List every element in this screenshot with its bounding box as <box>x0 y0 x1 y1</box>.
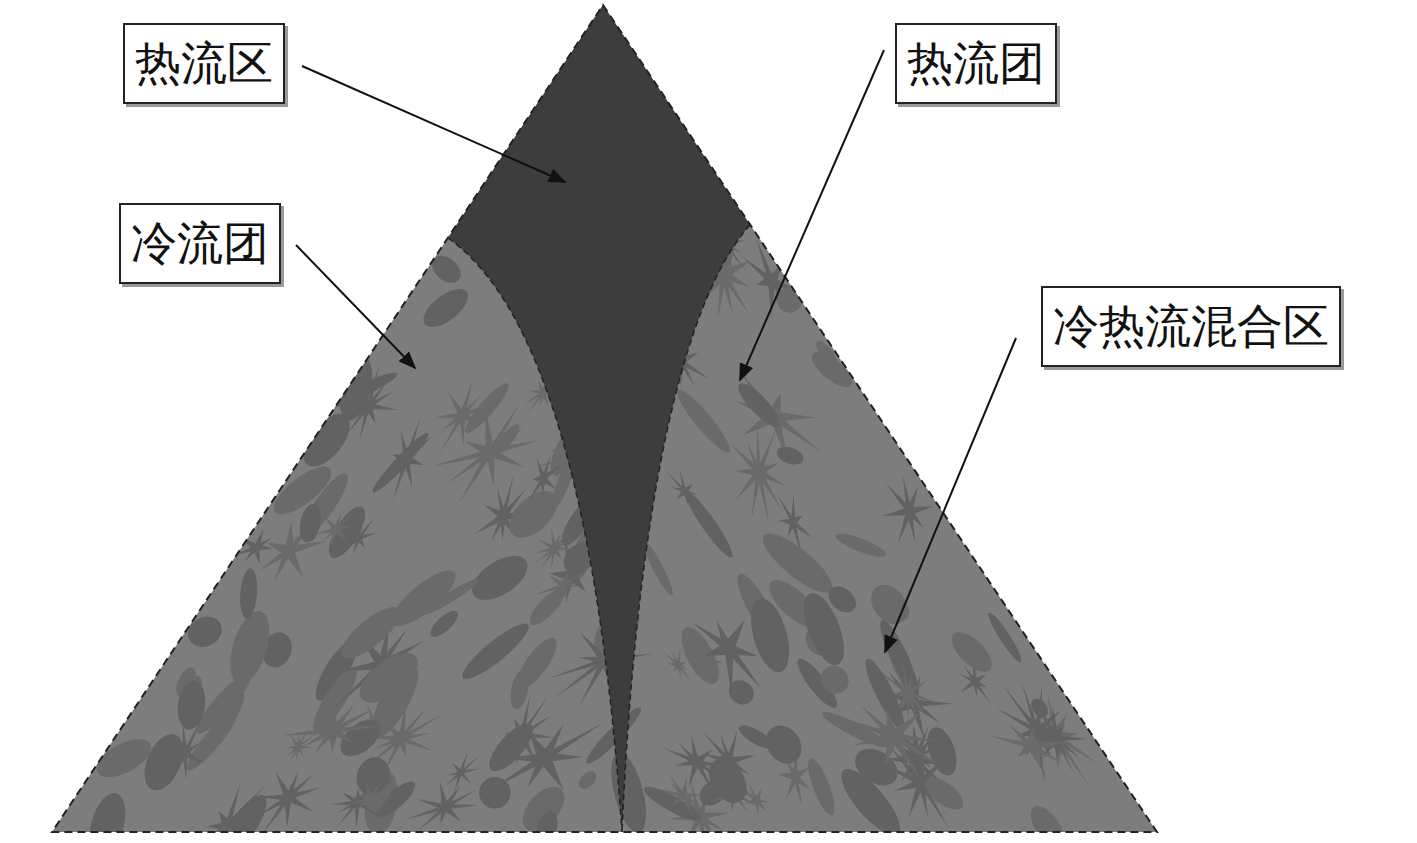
label-box: 冷热流混合区 <box>1041 286 1341 367</box>
flow-cluster <box>327 773 397 834</box>
flow-cluster <box>755 525 840 602</box>
label-box: 热流团 <box>895 23 1057 104</box>
flow-cluster <box>986 707 1072 781</box>
flow-cluster <box>859 655 910 734</box>
flow-cluster <box>688 713 774 811</box>
flow-cluster <box>423 391 552 512</box>
flow-cluster <box>267 459 338 523</box>
flow-cluster <box>417 282 474 334</box>
flow-cluster <box>335 773 396 827</box>
flow-cluster <box>533 607 658 714</box>
flow-cluster <box>833 761 909 843</box>
leader-lines <box>296 50 1016 652</box>
flow-cluster <box>920 772 969 816</box>
flow-cluster <box>759 719 809 771</box>
flow-cluster <box>183 611 227 653</box>
label-text: 热流区 <box>135 37 273 90</box>
flow-cluster <box>507 668 532 710</box>
flow-cluster <box>297 502 324 544</box>
flow-cluster <box>465 547 535 609</box>
flow-cluster <box>680 488 737 562</box>
label-text: 冷流团 <box>131 217 269 270</box>
flow-cluster <box>710 364 835 478</box>
flow-cluster <box>732 774 777 820</box>
flow-cluster <box>724 675 759 709</box>
flow-cluster <box>880 594 914 626</box>
label-text: 冷热流混合区 <box>1053 300 1329 353</box>
leader-line <box>302 66 565 182</box>
flow-cluster <box>575 768 599 792</box>
flow-cluster <box>806 346 857 393</box>
flow-cluster <box>278 717 323 768</box>
flow-cluster <box>674 622 726 690</box>
flow-cluster <box>351 644 426 712</box>
flow-cluster <box>823 581 861 617</box>
leader-line <box>740 50 884 380</box>
flow-cluster <box>774 443 805 467</box>
flow-cluster <box>326 360 412 451</box>
flow-cluster <box>658 464 711 519</box>
mixing-region <box>52 5 1157 832</box>
flow-cluster <box>482 717 540 778</box>
leader-line <box>885 338 1016 652</box>
flow-cluster <box>803 756 840 819</box>
flow-cluster <box>437 746 490 797</box>
flow-cluster <box>922 723 963 779</box>
flow-cluster <box>83 789 131 843</box>
flow-cluster <box>211 789 275 843</box>
flow-cluster <box>175 679 208 731</box>
flow-cluster <box>815 660 854 699</box>
flow-cluster <box>1024 800 1071 843</box>
label-text: 热流团 <box>907 37 1045 90</box>
flow-cluster <box>945 626 998 679</box>
flow-cluster <box>420 575 482 618</box>
flow-cluster <box>532 809 562 843</box>
flow-cluster <box>833 529 888 561</box>
triangle-outline <box>52 5 1157 832</box>
flow-cluster <box>368 429 432 496</box>
flow-cluster <box>672 385 736 457</box>
flow-cluster <box>722 423 794 531</box>
flow-cluster <box>744 594 797 676</box>
hot-flow-region <box>448 5 750 832</box>
flow-cluster <box>238 568 258 620</box>
flow-cluster <box>876 471 940 549</box>
leader-line <box>296 245 415 368</box>
flow-cluster <box>207 689 249 748</box>
flow-cluster <box>147 706 223 796</box>
flow-cluster <box>987 666 1087 788</box>
flow-cluster <box>864 578 916 632</box>
flow-cluster <box>840 684 962 794</box>
label-box: 热流区 <box>123 23 285 104</box>
flow-cluster <box>1028 695 1052 721</box>
region-boundary <box>448 225 750 832</box>
flow-cluster <box>427 250 466 288</box>
label-box: 冷流团 <box>119 203 281 284</box>
flow-cluster <box>651 767 709 821</box>
flow-cluster <box>985 610 1026 665</box>
flow-cluster <box>733 378 785 432</box>
